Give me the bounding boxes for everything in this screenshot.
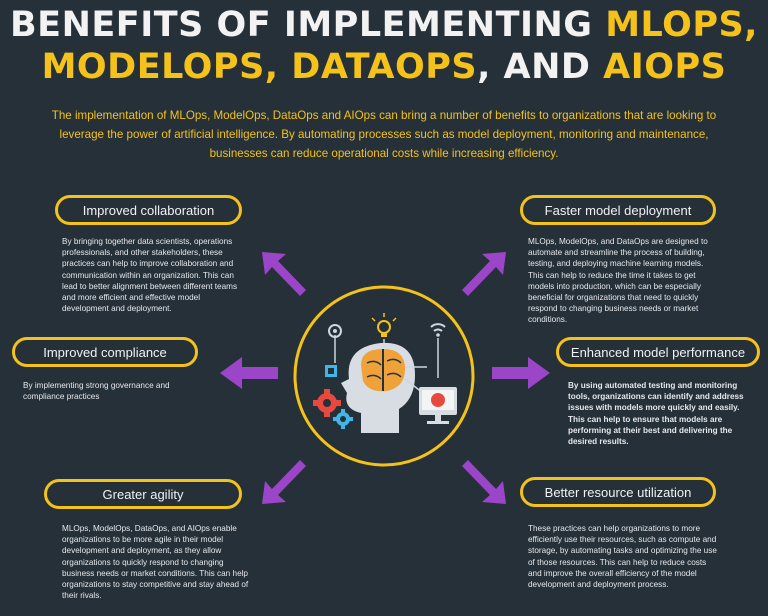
monitor-icon: [419, 387, 457, 424]
pill-label: Improved collaboration: [82, 202, 215, 218]
ai-head-icon: [341, 342, 427, 433]
title-highlight-modelops: MODELOPS,: [41, 47, 292, 87]
arrow-down-right-icon: [462, 460, 506, 504]
title-highlight-dataops: DATAOPS: [291, 47, 478, 87]
pill-label: Improved compliance: [43, 344, 167, 360]
gear-icon: [328, 324, 342, 363]
pill-faster-model-deployment: Faster model deployment: [520, 195, 716, 225]
pill-label: Enhanced model performance: [570, 344, 746, 360]
pill-improved-compliance: Improved compliance: [12, 337, 198, 367]
wifi-icon: [430, 323, 446, 378]
pill-label: Greater agility: [102, 486, 184, 502]
blue-gear-icon: [333, 409, 353, 429]
arrow-down-left-icon: [262, 460, 306, 504]
title-highlight-aiops: AIOPS: [603, 47, 727, 87]
pill-greater-agility: Greater agility: [44, 479, 242, 509]
arrow-right-icon: [492, 357, 550, 389]
desc-improved-compliance: By implementing strong governance and co…: [23, 381, 170, 402]
pill-label: Better resource utilization: [544, 484, 692, 500]
title-line1-text: BENEFITS OF IMPLEMENTING: [10, 5, 606, 45]
arrow-up-left-icon: [262, 252, 306, 296]
desc-greater-agility: MLOps, ModelOps, DataOps, and AIOps enab…: [62, 524, 249, 601]
pill-label: Faster model deployment: [544, 202, 692, 218]
title-line1: BENEFITS OF IMPLEMENTING MLOPS,: [10, 5, 758, 45]
desc-improved-collaboration: By bringing together data scientists, op…: [62, 237, 238, 314]
arrow-up-right-icon: [462, 252, 506, 296]
page-title: BENEFITS OF IMPLEMENTING MLOPS, MODELOPS…: [0, 4, 768, 88]
pill-improved-collaboration: Improved collaboration: [55, 195, 242, 225]
title-and: , AND: [477, 47, 604, 87]
desc-better-resource-utilization: These practices can help organizations t…: [528, 524, 717, 590]
central-illustration: [293, 285, 475, 467]
title-highlight-mlops: MLOPS,: [605, 5, 758, 45]
pill-better-resource-utilization: Better resource utilization: [520, 477, 716, 507]
pill-enhanced-model-performance: Enhanced model performance: [556, 337, 760, 367]
arrow-left-icon: [220, 357, 278, 389]
intro-paragraph: The implementation of MLOps, ModelOps, D…: [51, 109, 717, 160]
desc-faster-model-deployment: MLOps, ModelOps, and DataOps are designe…: [528, 237, 708, 325]
desc-enhanced-model-performance: By using automated testing and monitorin…: [568, 381, 744, 447]
title-line2: MODELOPS, DATAOPS, AND AIOPS: [42, 47, 727, 87]
red-gear-icon: [313, 389, 341, 417]
